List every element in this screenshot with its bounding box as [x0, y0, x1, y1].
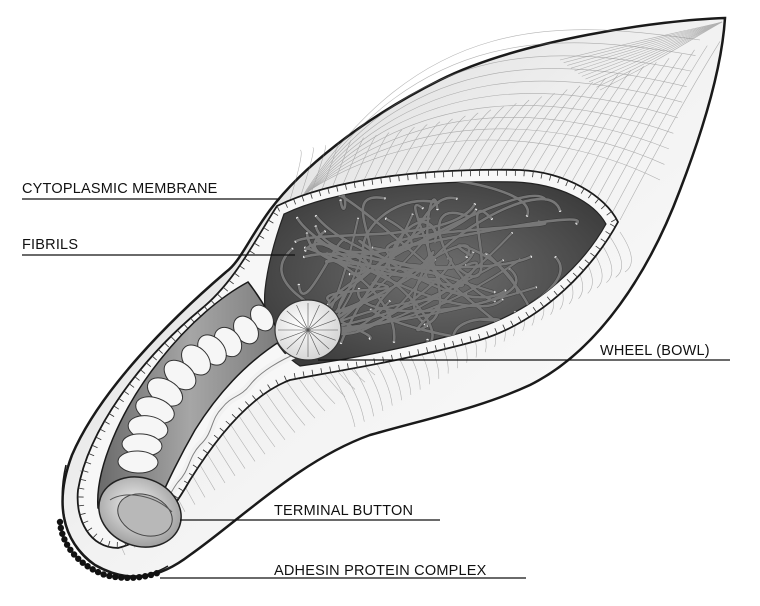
tip-ribbon-lines — [559, 21, 723, 91]
organelle-rod-edge — [159, 351, 301, 509]
svg-text:ADHESIN PROTEIN COMPLEX: ADHESIN PROTEIN COMPLEX — [274, 563, 487, 579]
label-cytoplasmic-membrane: CYTOPLASMIC MEMBRANE — [22, 181, 280, 200]
organelle-plates — [117, 304, 274, 474]
label-terminal-button: TERMINAL BUTTON — [180, 503, 440, 521]
label-adhesin-protein-complex: ADHESIN PROTEIN COMPLEX — [160, 563, 526, 579]
svg-text:FIBRILS: FIBRILS — [22, 237, 78, 253]
wheel-bowl — [274, 299, 342, 361]
label-wheel-bowl: WHEEL (BOWL) — [318, 343, 730, 361]
svg-text:CYTOPLASMIC MEMBRANE: CYTOPLASMIC MEMBRANE — [22, 181, 218, 197]
terminal-button — [98, 476, 182, 548]
svg-text:WHEEL (BOWL): WHEEL (BOWL) — [600, 343, 710, 359]
label-fibrils: FIBRILS — [22, 237, 295, 256]
adhesin-protein-beads — [56, 518, 160, 582]
svg-text:TERMINAL BUTTON: TERMINAL BUTTON — [274, 503, 413, 519]
